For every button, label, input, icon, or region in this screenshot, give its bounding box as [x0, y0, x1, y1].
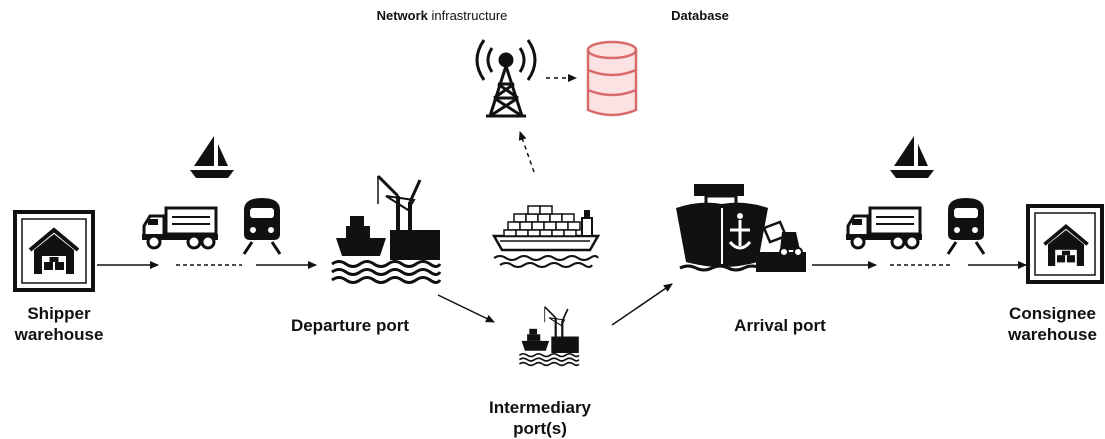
intermediary-line2: port(s)	[513, 419, 567, 438]
shipper-warehouse-icon	[13, 210, 95, 292]
radio-tower-icon	[475, 39, 537, 118]
network-word: Network	[376, 8, 428, 23]
train-icon	[242, 196, 282, 256]
arrival-port-icon	[676, 184, 806, 272]
consignee-warehouse-icon	[1026, 204, 1104, 284]
sailboat-icon	[890, 136, 934, 178]
arrival-port-label: Arrival port	[734, 316, 826, 335]
truck-icon	[140, 206, 220, 250]
intermediary-line1: Intermediary	[488, 398, 592, 417]
shipper-line2: warehouse	[14, 325, 104, 344]
intermediary-port-label: Intermediary port(s)	[470, 397, 610, 439]
departure-port-label: Departure port	[290, 316, 410, 335]
network-infrastructure-label: Network infrastructure	[357, 8, 527, 23]
consignee-line1: Consignee	[1009, 304, 1096, 323]
database-label: Database	[650, 8, 750, 23]
shipper-warehouse-label: Shipper warehouse	[4, 303, 114, 345]
intermediary-port-icon	[518, 305, 580, 367]
train-icon	[946, 196, 986, 256]
shipper-line1: Shipper	[27, 304, 91, 323]
consignee-warehouse-label: Consignee warehouse	[1000, 303, 1105, 345]
sailboat-icon	[190, 136, 234, 178]
database-label-text: Database	[671, 8, 729, 23]
database-icon	[586, 40, 638, 117]
consignee-line2: warehouse	[1008, 325, 1097, 344]
container-ship-icon	[491, 205, 601, 268]
departure-port-icon	[330, 174, 442, 285]
infrastructure-word: infrastructure	[427, 8, 508, 23]
connector-lines	[97, 74, 1027, 326]
truck-icon	[844, 206, 924, 250]
